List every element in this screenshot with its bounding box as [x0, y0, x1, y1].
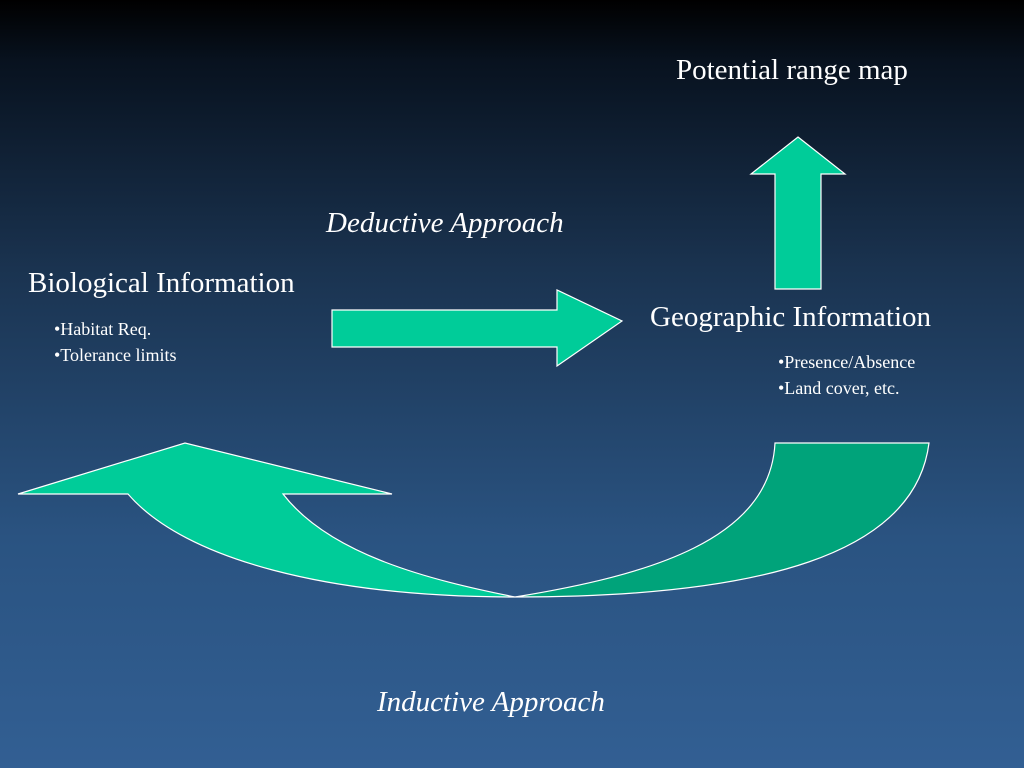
right-arrow [331, 289, 624, 368]
biological-information-title: Biological Information [28, 267, 295, 299]
biological-bullet-2: •Tolerance limits [54, 345, 177, 365]
geographic-bullets: •Presence/Absence •Land cover, etc. [778, 349, 915, 401]
curved-arrow-front [17, 442, 516, 598]
biological-bullet-1: •Habitat Req. [54, 319, 152, 339]
inductive-approach-label: Inductive Approach [377, 686, 605, 718]
potential-range-map-label: Potential range map [676, 54, 908, 86]
biological-bullets: •Habitat Req. •Tolerance limits [54, 316, 177, 368]
geographic-bullet-2: •Land cover, etc. [778, 378, 900, 398]
curved-arrow-back [514, 442, 930, 598]
up-arrow [749, 136, 847, 290]
geographic-bullet-1: •Presence/Absence [778, 352, 916, 372]
geographic-information-title: Geographic Information [650, 301, 932, 333]
deductive-approach-label: Deductive Approach [326, 207, 564, 239]
